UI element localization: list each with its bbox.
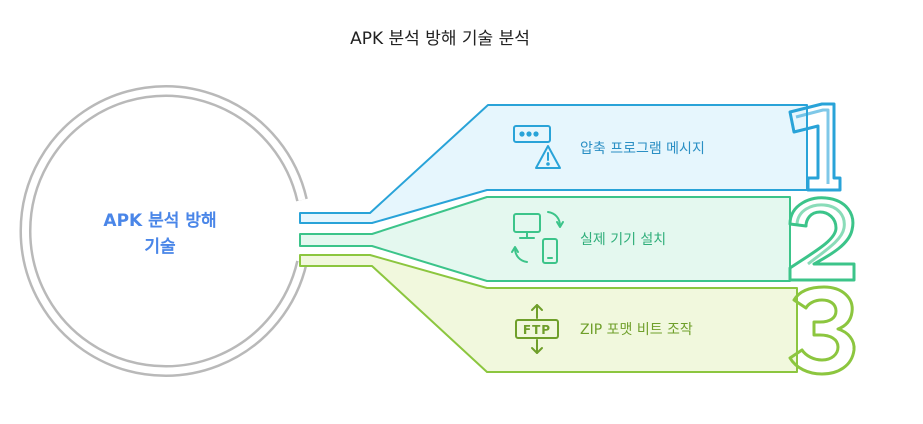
device-sync-icon <box>511 211 564 264</box>
item-2-label: 실제 기기 설치 <box>580 232 666 248</box>
diagram-title: APK 분석 방해 기술 분석 <box>350 29 530 49</box>
center-label-line1: APK 분석 방해 <box>103 211 216 231</box>
number-1 <box>788 102 842 192</box>
center-ring <box>19 85 308 377</box>
center-label-line2: 기술 <box>144 237 176 257</box>
ftp-transfer-icon <box>515 304 559 354</box>
item-3-label: ZIP 포맷 비트 조작 <box>580 322 693 338</box>
item-1-label: 압축 프로그램 메시지 <box>580 141 705 157</box>
number-2 <box>788 196 856 282</box>
ftp-icon-text: FTP <box>523 323 551 337</box>
warning-server-icon <box>513 125 561 169</box>
band-3 <box>299 254 798 373</box>
number-3 <box>788 285 856 376</box>
